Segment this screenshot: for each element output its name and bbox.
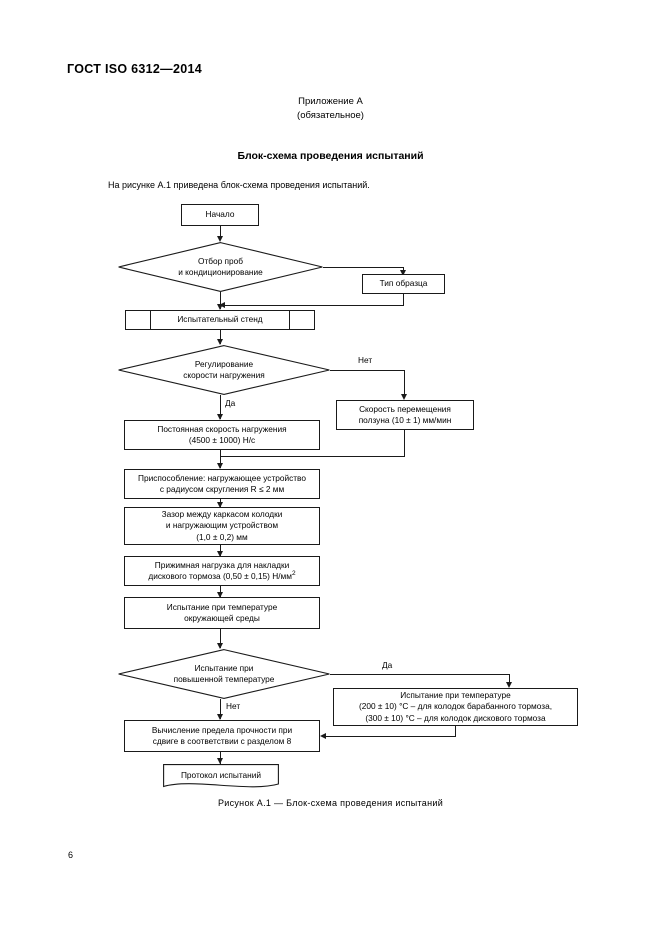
section-title: Блок-схема проведения испытаний [237,150,424,162]
arrowhead-sampling-to-sampletype [399,270,406,276]
figure-caption: Рисунок А.1 — Блок-схема проведения испы… [217,798,444,808]
edge-elevated-yes-drop [509,674,510,685]
node-slider-speed-label: Скорость перемещения ползуна (10 ± 1) мм… [359,404,452,427]
arrowhead-elevatedtest-merge [320,732,326,739]
node-clamp-load-line2: дискового тормоза (0,50 ± 0,15) Н/мм [148,571,292,581]
arrowhead-speedcontrol-yes [216,414,223,420]
node-clamp-load-superscript: 2 [291,570,296,578]
node-slider-speed-line1: Скорость перемещения [359,403,451,414]
edge-speedcontrol-no [330,370,405,371]
node-ambient-test: Испытание при температуре окружающей сре… [124,597,320,629]
node-constant-rate-label: Постоянная скорость нагружения (4500 ± 1… [157,424,286,447]
arrowhead-clampload-to-ambient [216,592,223,598]
node-start: Начало [181,204,259,226]
annex-heading: Приложение А (обязательное) [0,95,661,123]
edge-clampload-to-ambient [220,586,221,597]
arrowhead-elevated-yes [505,682,512,688]
arrowhead-testrig-to-speedcontrol [216,339,223,345]
standard-header: ГОСТ ISO 6312—2014 [67,62,202,76]
edge-sliderspeed-merge [220,456,405,457]
edge-label-elevated-no: Нет [226,701,241,711]
arrowhead-ambient-to-elevated-decision [216,643,223,649]
node-clearance-label: Зазор между каркасом колодки и нагружающ… [162,509,283,544]
arrowhead-start-to-sampling [216,236,223,242]
edge-elevatedtest-merge [323,736,456,737]
node-fixture-line1: Приспособление: нагружающее устройство [138,472,306,483]
arrowhead-constantrate-to-fixture [216,463,223,469]
edge-sliderspeed-down [404,430,405,456]
arrowhead-sampling-to-testrig [216,304,223,310]
node-constant-rate: Постоянная скорость нагружения (4500 ± 1… [124,420,320,450]
decision-diamond-shape [118,345,330,395]
node-slider-speed-line2: ползуна (10 ± 1) мм/мин [358,415,452,425]
node-sample-type: Тип образца [362,274,445,294]
edge-elevated-yes [330,674,510,675]
node-ambient-test-line2: окружающей среды [184,613,260,623]
edge-label-elevated-yes: Да [382,660,393,670]
annex-subtitle: (обязательное) [297,110,364,121]
node-constant-rate-line2: (4500 ± 1000) Н/с [188,435,256,445]
node-calculation: Вычисление предела прочности при сдвиге … [124,720,320,752]
node-fixture-line2: с радиусом скругления R ≤ 2 мм [159,484,285,494]
node-elevated-decision: Испытание при повышенной температуре [118,649,330,699]
node-calculation-label: Вычисление предела прочности при сдвиге … [152,725,292,748]
edge-sampletype-down [403,294,404,305]
edge-elevatedtest-down [455,726,456,736]
node-report-label: Протокол испытаний [180,770,262,780]
node-elevated-test-line3: (300 ± 10) °С – для колодок дискового то… [365,712,546,723]
node-ambient-test-label: Испытание при температуре окружающей сре… [167,602,277,625]
node-clamp-load: Прижимная нагрузка для накладки дисковог… [124,556,320,586]
edge-elevated-no [220,699,221,719]
edge-speedcontrol-yes [220,395,221,419]
document-shape [163,764,279,792]
decision-diamond-shape [118,649,330,699]
annex-title: Приложение А [298,96,363,107]
edge-label-speed-no: Нет [358,355,373,365]
node-report: Протокол испытаний [163,764,279,792]
node-test-rig-label: Испытательный стенд [177,314,263,325]
arrowhead-clearance-to-clampload [216,551,223,557]
node-sample-type-label: Тип образца [379,278,428,289]
edge-sampling-to-sampletype-drop [403,267,404,272]
node-elevated-test-label: Испытание при температуре (200 ± 10) °С … [359,690,552,725]
arrowhead-calculation-to-report [216,758,223,764]
node-test-rig: Испытательный стенд [125,310,315,330]
arrowhead-elevated-no [216,714,223,720]
node-clamp-load-line1: Прижимная нагрузка для накладки [154,559,290,570]
edge-clearance-to-clampload [220,545,221,556]
node-clearance-line1: Зазор между каркасом колодки [161,508,283,519]
node-elevated-test-line2: (200 ± 10) °С – для колодок барабанного … [359,701,552,712]
edge-speedcontrol-no-drop [404,370,405,397]
node-fixture-label: Приспособление: нагружающее устройство с… [138,473,306,496]
node-slider-speed: Скорость перемещения ползуна (10 ± 1) мм… [336,400,474,430]
node-speed-control: Регулирование скорости нагружения [118,345,330,395]
node-constant-rate-line1: Постоянная скорость нагружения [157,423,287,434]
arrowhead-speedcontrol-no [400,394,407,400]
edge-sampletype-back [222,305,404,306]
node-ambient-test-line1: Испытание при температуре [166,601,278,612]
node-clearance-line3: (1,0 ± 0,2) мм [196,531,248,542]
node-sampling: Отбор проб и кондиционирование [118,242,323,292]
arrowhead-fixture-to-clearance [216,502,223,508]
node-clearance: Зазор между каркасом колодки и нагружающ… [124,507,320,545]
node-clamp-load-label: Прижимная нагрузка для накладки дисковог… [148,560,295,583]
edge-testrig-to-speedcontrol [220,330,221,344]
node-calculation-line1: Вычисление предела прочности при [151,724,293,735]
intro-paragraph: На рисунке А.1 приведена блок-схема пров… [108,180,370,190]
page-number: 6 [68,850,74,860]
node-calculation-line2: сдвиге в соответствии с разделом 8 [152,736,292,746]
edge-label-speed-yes: Да [225,398,236,408]
edge-sampling-to-sampletype [323,267,404,268]
node-elevated-test-line1: Испытание при температуре [400,689,511,700]
decision-diamond-shape [118,242,323,292]
edge-sampling-to-testrig [220,292,221,309]
node-clearance-line2: и нагружающим устройством [165,520,279,531]
edge-start-to-sampling [220,226,221,238]
node-fixture: Приспособление: нагружающее устройство с… [124,469,320,499]
node-elevated-test: Испытание при температуре (200 ± 10) °С … [333,688,578,726]
node-start-label: Начало [205,209,235,220]
edge-ambient-to-elevated-decision [220,629,221,648]
edge-constantrate-to-fixture [220,450,221,468]
